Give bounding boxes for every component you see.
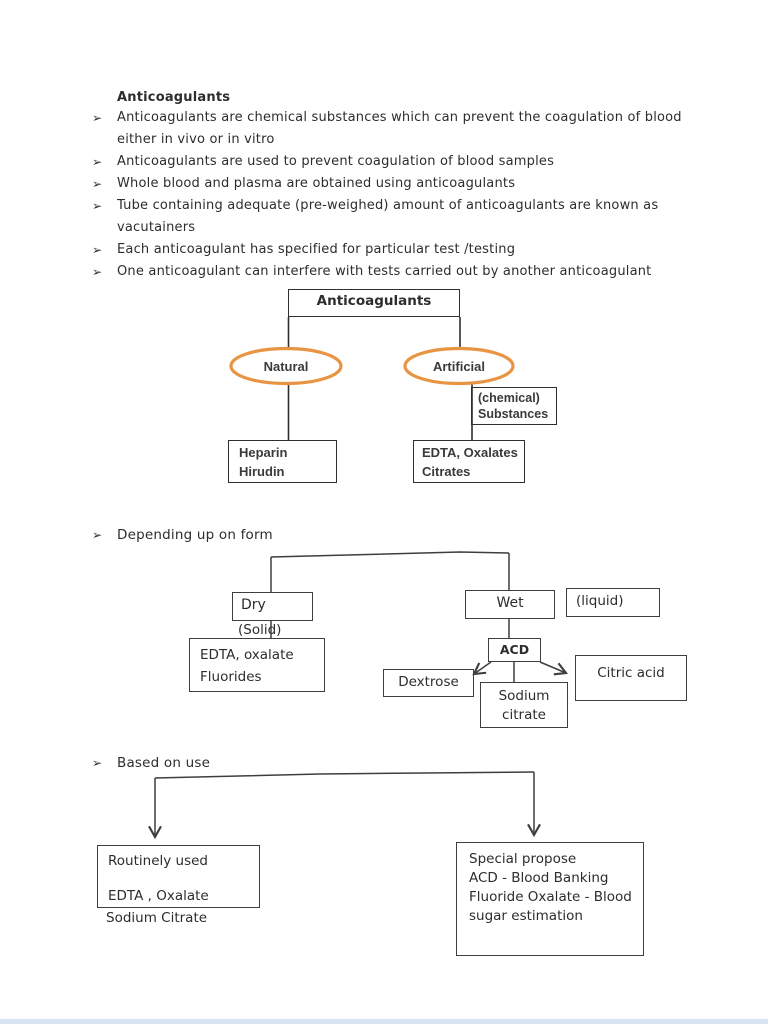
diagram2-liquid-box: (liquid) — [566, 588, 660, 617]
diagram2-sodium-citrate-box: Sodium citrate — [480, 682, 568, 728]
list-item-text: either in vivo or in vitro — [117, 132, 275, 147]
box-line: Special propose — [469, 851, 577, 867]
diagram2-heading-row: ➢ Depending up on form — [92, 527, 273, 543]
diagram1-natural-items-box: Heparin Hirudin — [228, 440, 337, 483]
bullet-arrow-icon — [92, 220, 117, 221]
diagram2-acd-label: ACD — [499, 642, 530, 657]
list-item: ➢ Anticoagulants are used to prevent coa… — [92, 154, 682, 176]
diagram2-acd-box: ACD — [488, 638, 541, 662]
bullet-arrow-icon: ➢ — [92, 756, 103, 770]
diagram1-root-label: Anticoagulants — [316, 293, 432, 309]
list-item: vacutainers — [92, 220, 682, 242]
diagram1-artificial-items-box: EDTA, Oxalates Citrates — [413, 440, 525, 483]
diagram2-citric-acid-label: Citric acid — [597, 665, 665, 681]
diagram2-wet-box: Wet — [465, 590, 555, 619]
diagram3-routine-box: Routinely used EDTA , Oxalate — [97, 845, 260, 908]
diagram2-dextrose-box: Dextrose — [383, 669, 474, 697]
bullet-arrow-icon: ➢ — [92, 199, 103, 213]
diagram2-heading: Depending up on form — [117, 527, 273, 543]
arrow-acd-dextrose — [472, 661, 492, 676]
box-line: Fluorides — [200, 669, 262, 685]
box-line: sugar estimation — [469, 908, 583, 924]
diagram2-dry-items-box: EDTA, oxalate Fluorides — [189, 638, 325, 692]
box-line: Hirudin — [239, 464, 285, 479]
arrow-acd-citric — [539, 661, 569, 676]
box-line: Substances — [478, 407, 549, 421]
diagram1-natural-label: Natural — [263, 359, 309, 374]
bullet-arrow-icon: ➢ — [92, 265, 103, 279]
bullet-arrow-icon: ➢ — [92, 528, 103, 542]
diagram2-citric-acid-box: Citric acid — [575, 655, 687, 701]
list-item-text: Tube containing adequate (pre-weighed) a… — [117, 198, 659, 213]
diagram3-heading: Based on use — [117, 755, 211, 771]
list-item-text: Anticoagulants are used to prevent coagu… — [117, 154, 555, 169]
connector-use-top — [154, 771, 535, 779]
box-line: Routinely used — [108, 853, 208, 869]
diagram2-dry-box: Dry — [232, 592, 313, 621]
list-item-text: Anticoagulants are chemical substances w… — [117, 110, 682, 125]
list-item-text: Each anticoagulant has specified for par… — [117, 242, 516, 257]
diagram2-dry-label: Dry — [241, 597, 266, 613]
diagram3-heading-row: ➢ Based on use — [92, 755, 210, 771]
list-item: ➢ One anticoagulant can interfere with t… — [92, 264, 682, 286]
box-line: Heparin — [239, 445, 288, 460]
list-item: either in vivo or in vitro — [92, 132, 682, 154]
bullet-list: ➢ Anticoagulants are chemical substances… — [92, 110, 682, 286]
box-line: EDTA , Oxalate — [108, 888, 209, 904]
bullet-arrow-icon: ➢ — [92, 111, 103, 125]
box-line: EDTA, oxalate — [200, 647, 294, 663]
list-item: ➢ Whole blood and plasma are obtained us… — [92, 176, 682, 198]
box-line: Citrates — [422, 464, 471, 479]
diagram1-root-box: Anticoagulants — [288, 289, 460, 317]
connector-form-top — [270, 551, 510, 558]
bullet-arrow-icon — [92, 132, 117, 133]
diagram3-sodium-citrate-label: Sodium Citrate — [106, 910, 208, 926]
diagram2-liquid-label: (liquid) — [576, 593, 624, 609]
box-line: (chemical) — [478, 391, 540, 405]
bullet-arrow-icon: ➢ — [92, 243, 103, 257]
bullet-arrow-icon: ➢ — [92, 155, 103, 169]
diagram2-solid-label: (Solid) — [238, 622, 282, 638]
list-item-text: One anticoagulant can interfere with tes… — [117, 264, 652, 279]
box-line: citrate — [502, 707, 546, 723]
box-line: Sodium — [498, 688, 550, 704]
box-line: ACD - Blood Banking — [469, 870, 609, 886]
page-bottom-edge — [0, 1019, 768, 1024]
list-item: ➢ Tube containing adequate (pre-weighed)… — [92, 198, 682, 220]
list-item: ➢ Each anticoagulant has specified for p… — [92, 242, 682, 264]
list-item: ➢ Anticoagulants are chemical substances… — [92, 110, 682, 132]
box-line: EDTA, Oxalates — [422, 445, 518, 460]
diagram1-substances-box: (chemical) Substances — [471, 387, 557, 425]
list-item-text: Whole blood and plasma are obtained usin… — [117, 176, 516, 191]
diagram2-wet-label: Wet — [496, 595, 524, 611]
list-item-text: vacutainers — [117, 220, 196, 235]
box-line: Fluoride Oxalate - Blood — [469, 889, 632, 905]
bullet-arrow-icon: ➢ — [92, 177, 103, 191]
diagram2-dextrose-label: Dextrose — [398, 674, 459, 690]
diagram1-artificial-label: Artificial — [432, 359, 485, 374]
diagram3-special-box: Special propose ACD - Blood Banking Fluo… — [456, 842, 644, 956]
page-title: Anticoagulants — [117, 90, 231, 105]
